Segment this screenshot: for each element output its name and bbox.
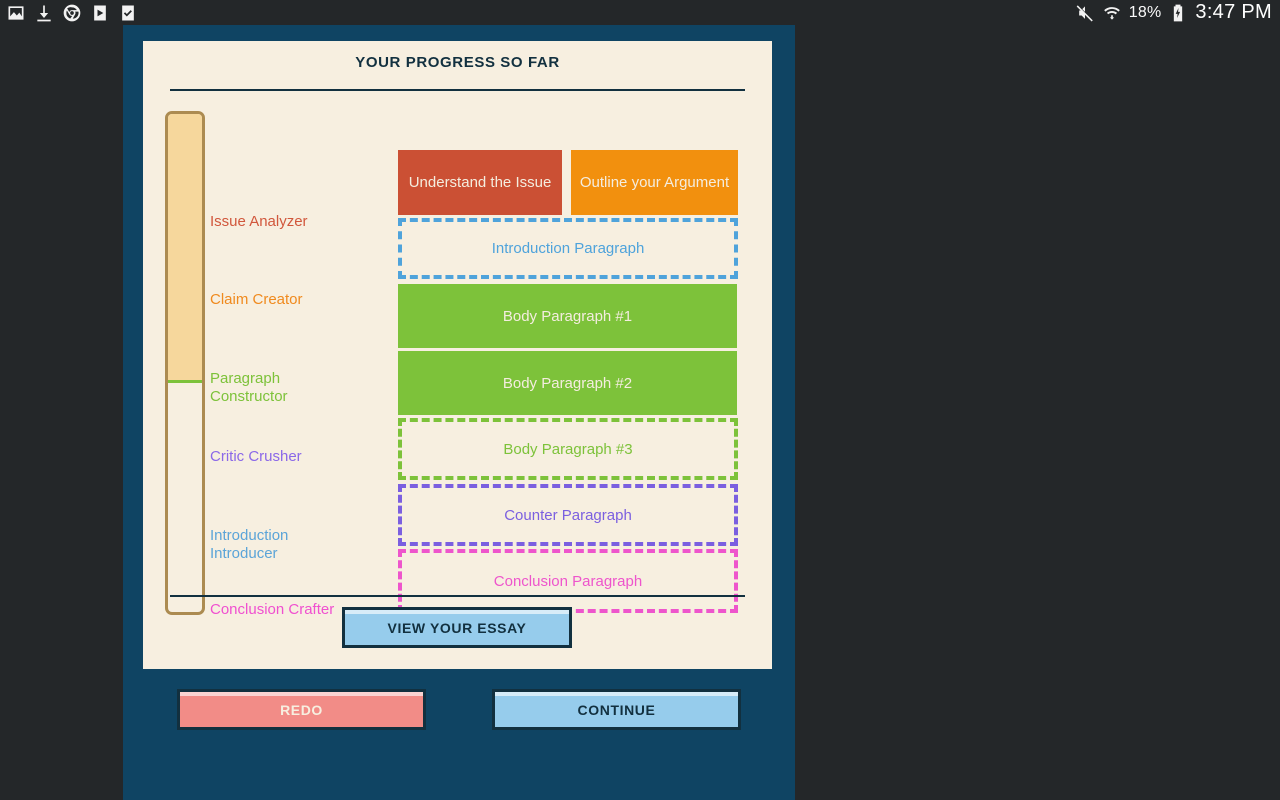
redo-button[interactable]: REDO (177, 689, 426, 730)
essay-block-3[interactable]: Body Paragraph #1 (398, 284, 737, 348)
clock-label: 3:47 PM (1195, 1, 1272, 23)
essay-block-1[interactable]: Outline your Argument (571, 150, 738, 215)
stage-label-5: Conclusion Crafter (210, 601, 335, 618)
essay-block-4[interactable]: Body Paragraph #2 (398, 351, 737, 415)
divider-bottom (170, 595, 745, 597)
app-check-icon (122, 5, 134, 20)
chrome-icon (63, 4, 81, 21)
essay-block-0[interactable]: Understand the Issue (398, 150, 562, 215)
stage-label-3: Critic Crusher (210, 448, 302, 465)
divider-top (170, 89, 745, 91)
status-bar-notification-icons (0, 3, 138, 23)
stage-label-2: Paragraph Constructor (210, 370, 288, 405)
stage-label-4: Introduction Introducer (210, 527, 289, 562)
continue-button[interactable]: CONTINUE (492, 689, 741, 730)
photo-icon (8, 5, 24, 20)
status-bar-system-icons: 18% 3:47 PM (1075, 1, 1280, 24)
button-highlight (180, 692, 423, 696)
play-store-icon (94, 5, 106, 20)
progress-rail (165, 111, 205, 615)
battery-charging-icon (1174, 4, 1183, 21)
stage-label-0: Issue Analyzer (210, 213, 308, 230)
essay-block-7[interactable]: Conclusion Paragraph (398, 549, 738, 613)
button-highlight (495, 692, 738, 696)
wifi-icon (1103, 6, 1120, 20)
battery-percent-label: 18% (1128, 3, 1162, 21)
view-your-essay-label: VIEW YOUR ESSAY (387, 619, 527, 636)
android-status-bar: 18% 3:47 PM (0, 0, 1280, 25)
page-title: YOUR PROGRESS SO FAR (355, 54, 560, 71)
volume-mute-icon (1076, 4, 1093, 21)
download-icon (37, 5, 51, 21)
view-your-essay-button[interactable]: VIEW YOUR ESSAY (342, 607, 572, 648)
button-highlight (345, 610, 569, 614)
essay-block-2[interactable]: Introduction Paragraph (398, 218, 738, 279)
progress-rail-fill (168, 114, 202, 383)
essay-block-5[interactable]: Body Paragraph #3 (398, 418, 738, 480)
continue-label: CONTINUE (577, 701, 656, 718)
redo-label: REDO (280, 701, 323, 718)
stage-label-1: Claim Creator (210, 291, 303, 308)
essay-block-6[interactable]: Counter Paragraph (398, 484, 738, 546)
